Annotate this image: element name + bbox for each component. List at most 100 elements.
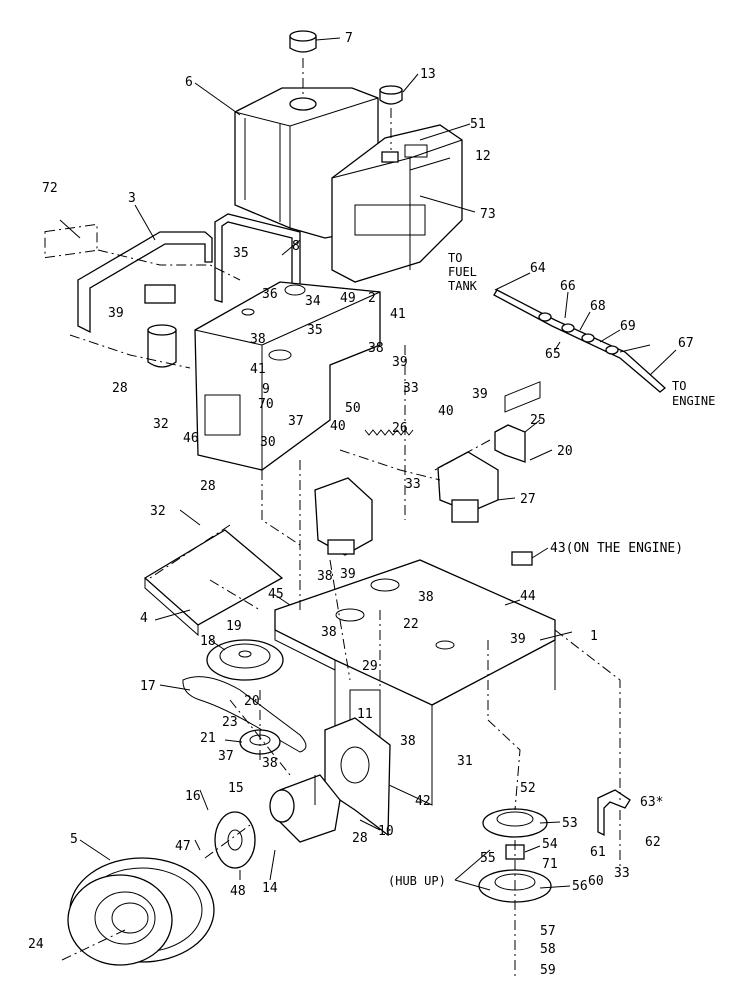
label-5: 5: [70, 832, 78, 847]
label-39b: 39: [392, 355, 408, 370]
mount-panel-2: [194, 281, 381, 471]
label-65: 65: [545, 347, 561, 362]
label-28c: 28: [352, 831, 368, 846]
label-54: 54: [542, 837, 558, 852]
label-33b: 33: [405, 477, 421, 492]
label-50: 50: [345, 401, 361, 416]
label-45: 45: [268, 587, 284, 602]
label-44: 44: [520, 589, 536, 604]
label-71: 71: [542, 857, 558, 872]
label-32b: 32: [150, 504, 166, 519]
routing-notes: TO FUEL TANK TO ENGINE (HUB UP): [388, 251, 715, 888]
label-37a: 37: [288, 414, 304, 429]
label-66: 66: [560, 279, 576, 294]
label-26: 26: [392, 421, 408, 436]
label-34: 34: [305, 294, 321, 309]
note-to-fuel-3: TANK: [448, 279, 478, 293]
label-10: 10: [378, 824, 394, 839]
label-38d: 38: [418, 590, 434, 605]
label-3: 3: [128, 191, 136, 206]
wheel-hub-48: [214, 811, 256, 869]
label-38g: 38: [262, 756, 278, 771]
label-58: 58: [540, 942, 556, 957]
label-38b: 38: [368, 341, 384, 356]
fuel-cap-7: [289, 30, 317, 53]
note-to-engine-2: ENGINE: [672, 394, 715, 408]
label-12: 12: [475, 149, 491, 164]
label-30: 30: [260, 435, 276, 450]
label-25: 25: [530, 413, 546, 428]
hydraulic-pump-right: [437, 451, 499, 523]
label-35b: 35: [307, 323, 323, 338]
label-73: 73: [480, 207, 496, 222]
label-20b: 20: [557, 444, 573, 459]
label-35a: 35: [233, 246, 249, 261]
label-33a: 33: [403, 381, 419, 396]
label-4: 4: [140, 611, 148, 626]
label-28b: 28: [200, 479, 216, 494]
label-46: 46: [183, 431, 199, 446]
label-41a: 41: [390, 307, 406, 322]
leader-lines: [59, 37, 677, 891]
label-60: 60: [588, 874, 604, 889]
hydraulic-pump-left: [314, 477, 373, 556]
label-13: 13: [420, 67, 436, 82]
label-23: 23: [222, 715, 238, 730]
label-70: 70: [258, 397, 274, 412]
label-8: 8: [292, 239, 300, 254]
label-67: 67: [678, 336, 694, 351]
label-2: 2: [368, 291, 376, 306]
label-40b: 40: [438, 404, 454, 419]
fuel-cap-13: [379, 85, 403, 105]
bracket-63: [597, 789, 631, 837]
label-51: 51: [470, 117, 486, 132]
label-22: 22: [403, 617, 419, 632]
label-1: 1: [590, 629, 598, 644]
label-32a: 32: [153, 417, 169, 432]
note-to-fuel-2: FUEL: [448, 265, 477, 279]
belt-17: [182, 676, 307, 753]
label-49: 49: [340, 291, 356, 306]
label-39e: 39: [510, 632, 526, 647]
label-7: 7: [345, 31, 353, 46]
label-18: 18: [200, 634, 216, 649]
pulley-53: [482, 808, 548, 838]
label-38e: 38: [321, 625, 337, 640]
label-27: 27: [520, 492, 536, 507]
label-43: 43(ON THE ENGINE): [550, 541, 683, 556]
pulley-18: [206, 639, 284, 681]
label-36: 36: [262, 287, 278, 302]
label-59: 59: [540, 963, 556, 978]
label-11: 11: [357, 707, 373, 722]
label-39c: 39: [472, 387, 488, 402]
label-68: 68: [590, 299, 606, 314]
label-38f: 38: [400, 734, 416, 749]
label-42: 42: [415, 794, 431, 809]
label-69: 69: [620, 319, 636, 334]
label-28a: 28: [112, 381, 128, 396]
label-62: 62: [645, 835, 661, 850]
decal-72: [44, 223, 98, 259]
label-41b: 41: [250, 362, 266, 377]
wheel-motor: [269, 774, 341, 843]
label-52: 52: [520, 781, 536, 796]
label-72: 72: [42, 181, 58, 196]
decal-43: [511, 551, 533, 566]
label-9: 9: [262, 382, 270, 397]
label-24: 24: [28, 937, 44, 952]
label-48: 48: [230, 884, 246, 899]
tire-5: [67, 857, 215, 966]
label-47: 47: [175, 839, 191, 854]
fuel-filter: [144, 284, 177, 368]
label-14: 14: [262, 881, 278, 896]
label-16: 16: [185, 789, 201, 804]
label-37b: 37: [218, 749, 234, 764]
note-to-fuel-1: TO: [448, 251, 462, 265]
label-39a: 39: [108, 306, 124, 321]
label-31: 31: [457, 754, 473, 769]
panel-4: [143, 529, 284, 626]
label-40a: 40: [330, 419, 346, 434]
label-33c: 33: [614, 866, 630, 881]
